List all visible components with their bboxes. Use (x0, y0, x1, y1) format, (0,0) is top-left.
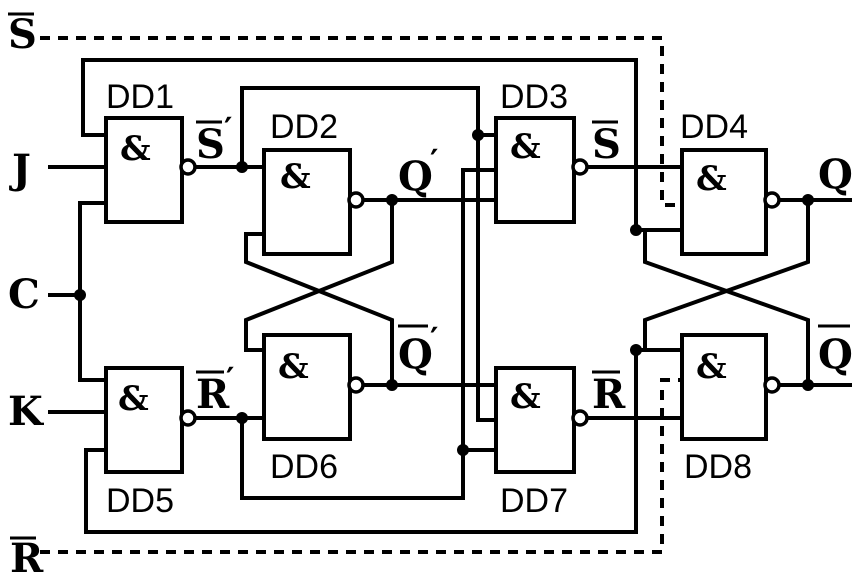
s-set-dashed-line (40, 36, 680, 207)
gate-label: DD3 (500, 78, 568, 116)
q-output-label: Q (818, 151, 853, 198)
q-prime-bar-label: Q (398, 331, 433, 378)
c-input-label: C (8, 271, 40, 318)
s-prime-label: S (196, 121, 225, 168)
gate-label: DD1 (106, 78, 174, 116)
q-bar-output-label: Q (818, 331, 853, 378)
gate-symbol: & (120, 129, 151, 169)
gate-symbol: & (510, 377, 541, 417)
s-prime-mark: ′ (224, 110, 232, 148)
gate-symbol: & (278, 347, 309, 387)
r-bar-label: R (592, 371, 626, 418)
junction-dots (74, 129, 814, 456)
gate-dd4: & DD4 (680, 108, 781, 256)
gate-dd1: & DD1 (104, 78, 197, 224)
gate-dd2: & DD2 (262, 108, 365, 256)
q-prime-bar-mark: ′ (430, 320, 438, 358)
r-prime-label: R (196, 371, 230, 418)
gate-symbol: & (696, 347, 727, 387)
gate-symbol: & (510, 127, 541, 167)
gate-symbol: & (118, 379, 149, 419)
r-prime-mark: ′ (226, 360, 234, 398)
r-reset-dashed-line (40, 378, 680, 554)
q-prime-mark: ′ (430, 142, 438, 180)
gate-label: DD6 (270, 448, 338, 486)
gate-label: DD5 (106, 482, 174, 520)
gate-label: DD2 (270, 108, 338, 146)
gate-label: DD4 (680, 108, 748, 146)
gate-dd7: & DD7 (494, 366, 589, 520)
gate-symbol: & (280, 157, 311, 197)
k-input-label: K (8, 388, 44, 435)
r-reset-label: R (10, 535, 44, 579)
gate-dd3: & DD3 (494, 78, 589, 224)
gate-dd5: & DD5 (104, 366, 197, 520)
gate-symbol: & (696, 159, 727, 199)
j-input-label: J (9, 146, 31, 193)
s-bar-label: S (592, 121, 621, 168)
gate-dd6: & DD6 (262, 333, 365, 486)
s-set-label: S (8, 11, 37, 58)
gate-label: DD7 (500, 482, 568, 520)
wires (48, 58, 852, 534)
q-prime-label: Q (398, 153, 433, 200)
gate-label: DD8 (684, 448, 752, 486)
gate-dd8: & DD8 (680, 333, 781, 486)
